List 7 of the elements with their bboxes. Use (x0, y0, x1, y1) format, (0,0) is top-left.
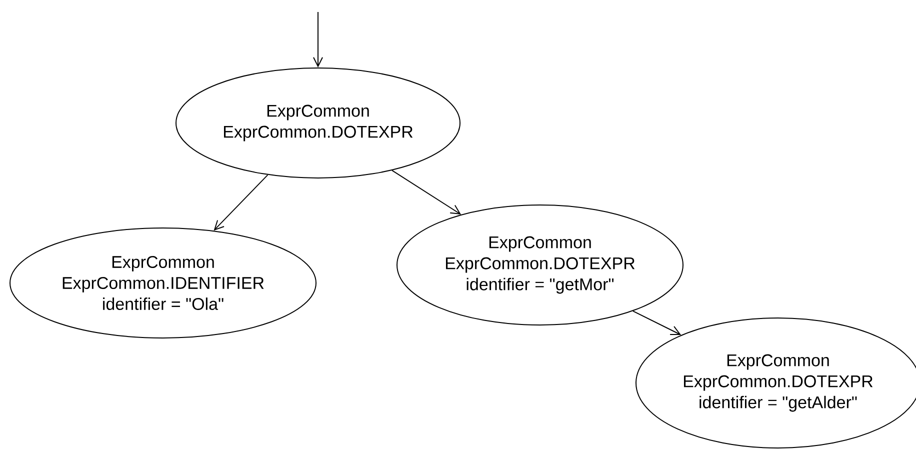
ellipse-node: ExprCommon ExprCommon.IDENTIFIER identifier = "Ola" (10, 228, 316, 338)
arrow (392, 170, 462, 214)
ellipse-node: ExprCommon ExprCommon.DOTEXPR (176, 68, 460, 178)
arrow (214, 174, 268, 231)
arrow (632, 310, 682, 335)
ellipse-node: ExprCommon ExprCommon.DOTEXPR identifier = "getMor" (396, 204, 684, 326)
arrow (313, 12, 323, 68)
